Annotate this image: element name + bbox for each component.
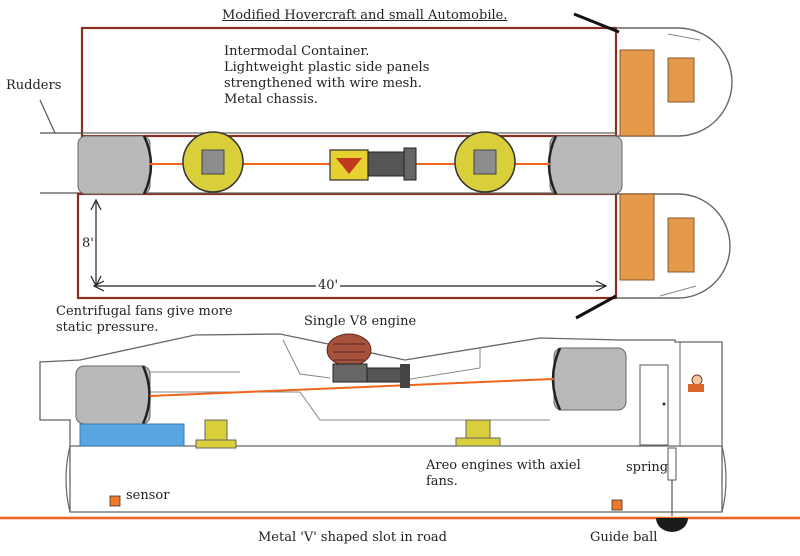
front-fan-top bbox=[549, 135, 623, 195]
road-label: Metal 'V' shaped slot in road bbox=[258, 530, 447, 545]
rudders bbox=[39, 99, 82, 194]
body-outline bbox=[39, 333, 723, 513]
cab-upper bbox=[616, 27, 733, 137]
engine-label: Single V8 engine bbox=[304, 314, 417, 329]
height-dimension-label: 8' bbox=[82, 236, 94, 251]
rudders-label: Rudders bbox=[6, 78, 62, 93]
container-note-line: Intermodal Container. bbox=[224, 44, 370, 59]
disc-right bbox=[454, 131, 516, 193]
container-note-line: Lightweight plastic side panels bbox=[224, 60, 430, 75]
guide-ball bbox=[656, 518, 688, 532]
drive-shaft-side bbox=[149, 378, 555, 397]
spring bbox=[667, 447, 677, 481]
dimension-arrows bbox=[90, 198, 608, 292]
fans-note-line: Centrifugal fans give more bbox=[56, 304, 233, 319]
container-lower bbox=[76, 192, 618, 300]
sensor-rear bbox=[109, 495, 121, 507]
driver-figure bbox=[688, 374, 704, 392]
diagram-title: Modified Hovercraft and small Automobile… bbox=[222, 8, 508, 23]
tank bbox=[79, 423, 185, 447]
aero-engine-left bbox=[195, 419, 237, 449]
disc-left bbox=[182, 131, 244, 193]
length-dimension-label: 40' bbox=[316, 278, 341, 294]
v8-engine bbox=[326, 333, 410, 388]
cab-door bbox=[639, 364, 669, 446]
sensor-front bbox=[611, 499, 623, 511]
seats-top bbox=[619, 49, 695, 281]
container-note-line: strengthened with wire mesh. bbox=[224, 76, 422, 91]
container-note: Intermodal Container. Lightweight plasti… bbox=[224, 44, 429, 108]
fans-note: Centrifugal fans give more static pressu… bbox=[56, 304, 233, 336]
aero-note-line: Areo engines with axiel bbox=[426, 458, 581, 473]
fans-note-line: static pressure. bbox=[56, 320, 159, 335]
aero-note-line: fans. bbox=[426, 474, 458, 489]
top-view bbox=[39, 12, 733, 320]
spring-label: spring bbox=[626, 460, 669, 475]
aero-engine-right bbox=[455, 419, 501, 447]
engine-top bbox=[329, 147, 417, 181]
front-fan-side bbox=[553, 347, 627, 411]
aero-note: Areo engines with axiel fans. bbox=[426, 458, 581, 490]
bumper-bottom bbox=[575, 294, 617, 320]
bumper-top bbox=[573, 12, 620, 34]
container-upper bbox=[80, 26, 618, 138]
rear-fan-side bbox=[75, 365, 151, 425]
side-view bbox=[0, 333, 800, 532]
container-note-line: Metal chassis. bbox=[224, 92, 318, 107]
guide-ball-label: Guide ball bbox=[590, 530, 658, 545]
sensor-label: sensor bbox=[126, 488, 170, 503]
rear-fan-top bbox=[77, 135, 151, 195]
cab-lower bbox=[616, 193, 731, 299]
